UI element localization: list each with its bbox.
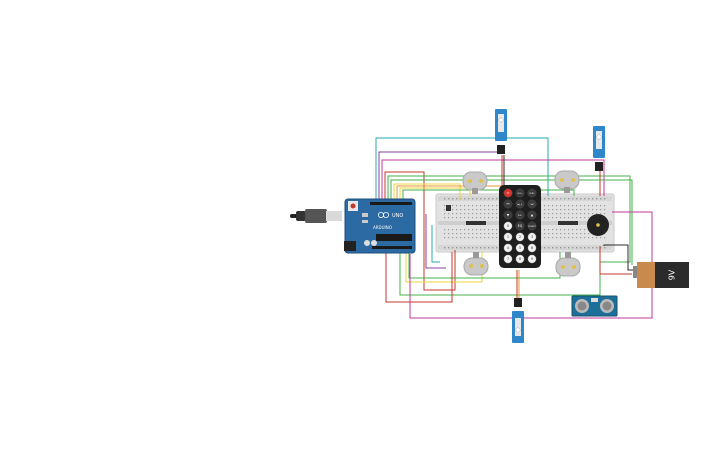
remote-button-label: 8	[519, 257, 521, 261]
ultrasonic-sensor[interactable]	[571, 295, 618, 317]
remote-button[interactable]: 2	[515, 232, 525, 242]
remote-button[interactable]: 6	[527, 243, 537, 253]
servo-bottom-center[interactable]	[512, 298, 524, 343]
dc-motor-top-left[interactable]	[462, 171, 488, 194]
remote-button-label: ⏮	[507, 202, 510, 206]
remote-button-label: 6	[531, 246, 533, 250]
remote-button-label: ST/REPT	[528, 226, 536, 228]
remote-button-label: 4	[507, 246, 509, 250]
remote-button[interactable]: VOL+	[515, 188, 525, 198]
remote-button[interactable]: FUNC	[527, 188, 537, 198]
remote-button[interactable]: ▲	[527, 210, 537, 220]
remote-button-label: ⏻	[507, 191, 510, 195]
nine-volt-battery[interactable]: 9V	[633, 262, 689, 288]
remote-button-label: 2	[519, 235, 521, 239]
arduino-model-label: UNO	[392, 213, 403, 219]
battery-label: 9V	[668, 269, 677, 280]
dc-motor-bottom-left[interactable]	[463, 252, 489, 276]
remote-button[interactable]: ST/REPT	[527, 221, 537, 231]
arduino-logo-icon	[377, 211, 389, 218]
remote-button[interactable]: EQ	[515, 221, 525, 231]
ir-remote[interactable]: ⏻ VOL+ FUNC ⏮ ▶❙❙ ⏭ ▼ VOL- ▲ 0 EQ ST/REPT 1 2 3 4 5 6 7 8 9	[499, 185, 541, 268]
remote-button[interactable]: 8	[515, 254, 525, 264]
dc-motor-bottom-right[interactable]	[555, 252, 581, 277]
remote-button[interactable]: 9	[527, 254, 537, 264]
servo-top-center[interactable]	[495, 109, 507, 154]
arduino-uno-board[interactable]: UNO ARDUINO	[344, 198, 416, 254]
remote-button-label: VOL-	[518, 215, 523, 217]
remote-button-label: 5	[519, 246, 521, 250]
remote-button[interactable]: ▶❙❙	[515, 199, 525, 209]
servo-top-right[interactable]	[593, 126, 605, 171]
remote-button[interactable]: 7	[503, 254, 513, 264]
remote-button-label: ⏭	[531, 202, 534, 206]
arduino-brand-label: ARDUINO	[373, 225, 392, 230]
remote-button[interactable]: 1	[503, 232, 513, 242]
remote-button-label: FUNC	[530, 193, 536, 195]
remote-button-label: ▼	[507, 213, 510, 217]
remote-button-label: EQ	[518, 224, 523, 228]
remote-button[interactable]: 0	[503, 221, 513, 231]
remote-button[interactable]: ▼	[503, 210, 513, 220]
remote-button-label: 3	[531, 235, 533, 239]
remote-button[interactable]: 3	[527, 232, 537, 242]
piezo-buzzer[interactable]	[587, 214, 609, 236]
remote-button[interactable]: ⏻	[503, 188, 513, 198]
dc-motor-top-right[interactable]	[554, 170, 580, 193]
remote-button[interactable]: 5	[515, 243, 525, 253]
remote-button-label: ▲	[531, 213, 534, 217]
remote-button[interactable]: ⏭	[527, 199, 537, 209]
remote-button[interactable]: VOL-	[515, 210, 525, 220]
remote-button-label: ▶❙❙	[518, 203, 522, 206]
remote-button-label: VOL+	[517, 192, 523, 195]
remote-button-label: 1	[507, 235, 509, 239]
remote-button-label: 0	[507, 224, 509, 228]
usb-cable	[290, 209, 342, 223]
remote-button[interactable]: 4	[503, 243, 513, 253]
remote-button-label: 7	[507, 257, 509, 261]
remote-button-label: 9	[531, 257, 533, 261]
remote-button[interactable]: ⏮	[503, 199, 513, 209]
